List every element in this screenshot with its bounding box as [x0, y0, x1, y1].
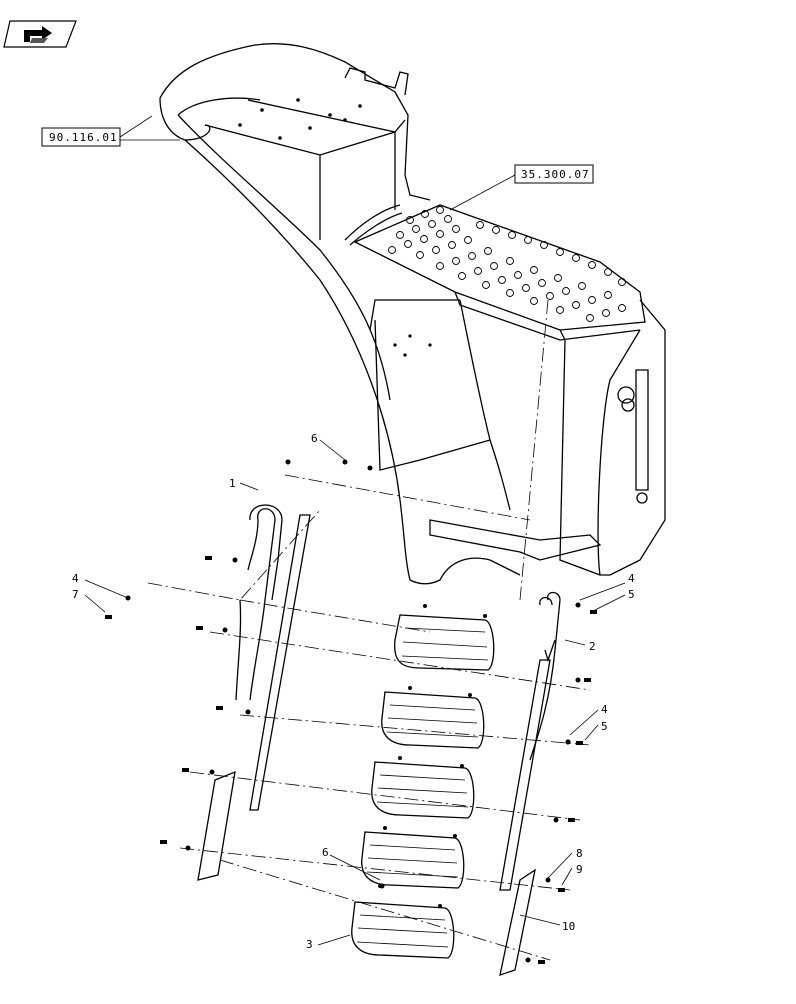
reference-frame-label: 90.116.01: [49, 131, 118, 144]
callout-5a: 5: [628, 588, 635, 601]
callout-4c: 4: [601, 703, 608, 716]
callout-5b: 5: [601, 720, 608, 733]
callout-6a: 6: [311, 432, 318, 445]
handrail-left: [235, 504, 283, 701]
reference-frame-box[interactable]: 90.116.01: [41, 115, 180, 147]
step-treads: [351, 604, 495, 959]
stringer-right: [499, 659, 551, 976]
return-arrow-icon[interactable]: [3, 20, 77, 48]
callout-4a: 4: [72, 572, 79, 585]
fender-assembly: [159, 43, 666, 585]
callout-leaders: [84, 439, 626, 946]
reference-platform-box[interactable]: 35.300.07: [449, 164, 594, 211]
callout-labels: 1 2 3 4 4 4 5 5 6 6 7 8 9 10: [72, 432, 635, 951]
callout-10: 10: [562, 920, 575, 933]
callout-6b: 6: [322, 846, 329, 859]
assembly-lines: [147, 299, 591, 961]
callout-3: 3: [306, 938, 313, 951]
callout-4b: 4: [628, 572, 635, 585]
callout-2: 2: [589, 640, 596, 653]
callout-1: 1: [229, 477, 236, 490]
callout-9: 9: [576, 863, 583, 876]
handrail-right: [529, 591, 561, 761]
reference-platform-label: 35.300.07: [521, 168, 590, 181]
fasteners: [105, 459, 597, 964]
callout-7: 7: [72, 588, 79, 601]
callout-8: 8: [576, 847, 583, 860]
stringer-left: [197, 514, 311, 881]
